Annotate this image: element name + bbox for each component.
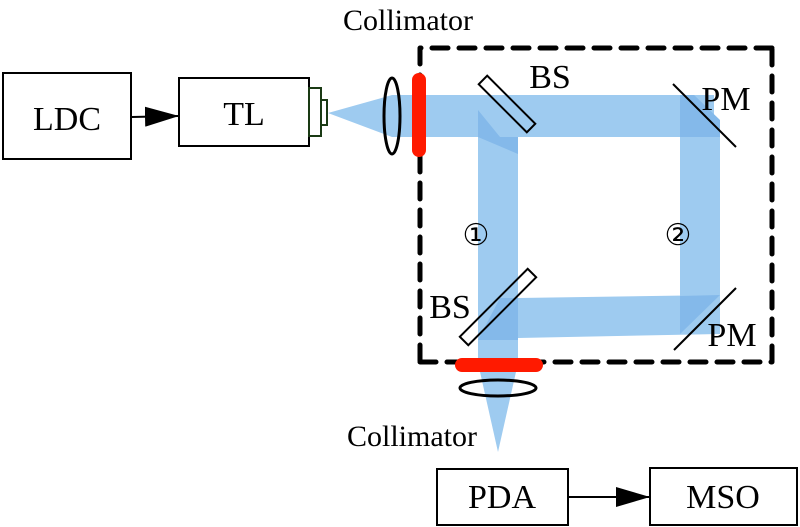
collimator-lens-top <box>382 76 402 156</box>
beam-bottom-horizontal <box>518 295 720 338</box>
path-1-label: ① <box>463 219 490 252</box>
bs-bottom-label: BS <box>429 289 471 326</box>
collimator-lens-bottom <box>458 378 538 398</box>
beam-overlap-pm-top <box>680 95 720 137</box>
tl-block: TL <box>178 77 328 147</box>
beam-to-pda <box>478 363 518 452</box>
arrow-ldc-to-tl <box>131 106 179 127</box>
mirror-pm-bottom <box>673 287 737 351</box>
pda-block: PDA <box>436 468 569 526</box>
beam-tl-to-collimator <box>328 95 392 137</box>
interferometer-enclosure <box>417 45 775 365</box>
beam-path-2-vertical <box>680 137 720 297</box>
beam-splitter-top <box>477 74 537 134</box>
beam-splitter-bottom <box>458 267 538 347</box>
laser-beams <box>328 95 720 452</box>
pm-bottom-label: PM <box>707 317 756 354</box>
bs-top-label: BS <box>529 59 571 96</box>
collimator-top-label: Collimator <box>343 4 473 37</box>
beam-overlap-pm-bottom <box>680 295 720 334</box>
tl-connector-outer <box>308 87 322 137</box>
pm-top-label: PM <box>701 81 750 118</box>
ldc-label: LDC <box>33 101 101 138</box>
tl-label: TL <box>223 96 265 133</box>
collimator-bottom-label: Collimator <box>347 420 477 453</box>
beam-overlap-bs-top <box>478 110 518 154</box>
mirror-pm-top <box>672 83 737 148</box>
tl-connector-inner <box>320 99 328 126</box>
beam-overlap-bs-bottom <box>478 298 518 340</box>
beam-top-horizontal <box>392 95 714 137</box>
path-2-label: ② <box>665 219 692 252</box>
mso-label: MSO <box>686 479 760 516</box>
pda-label: PDA <box>468 479 536 516</box>
ldc-block: LDC <box>2 72 132 160</box>
mso-block: MSO <box>649 467 798 526</box>
